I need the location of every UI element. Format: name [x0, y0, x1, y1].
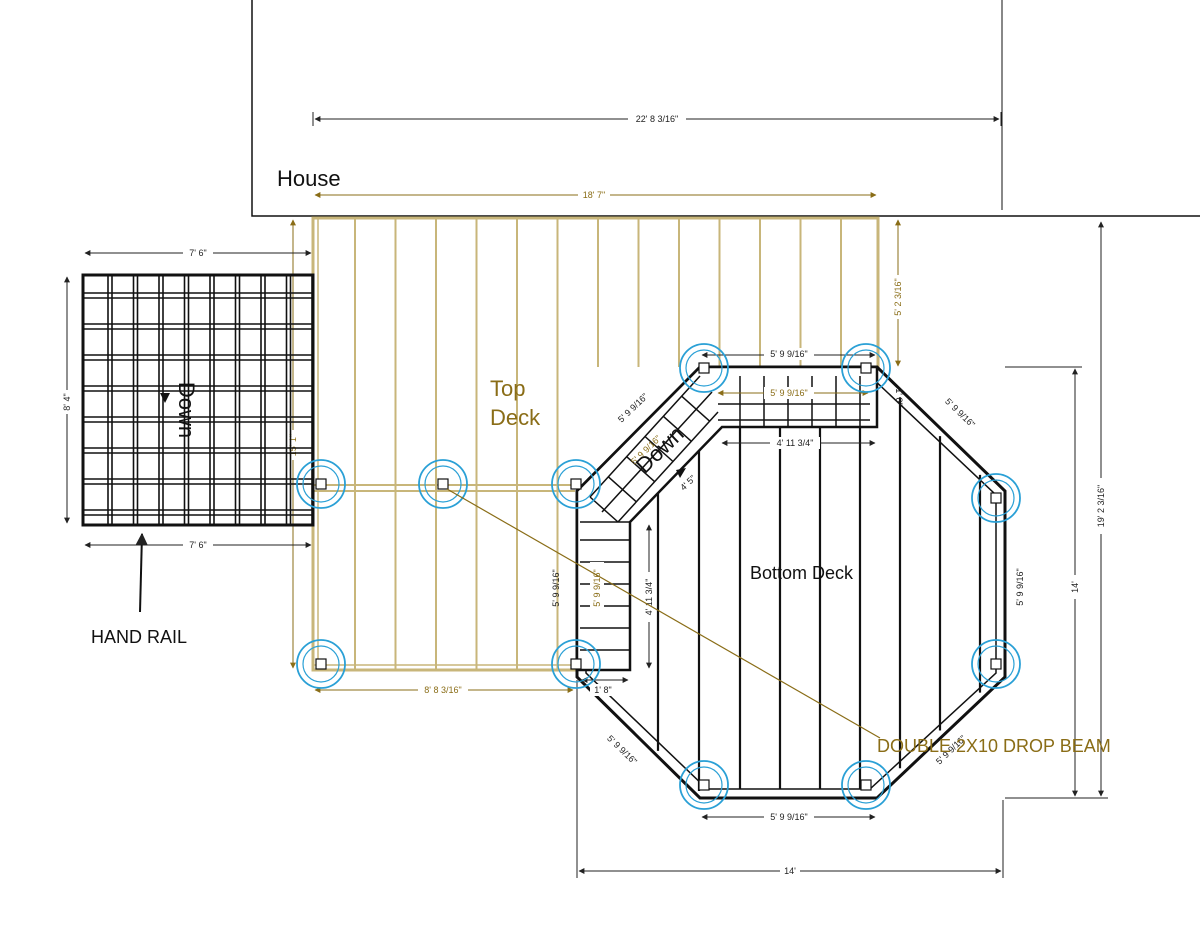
post-footings [296, 343, 1021, 810]
house-label: House [277, 166, 341, 191]
landing-diagonal-tread [607, 476, 637, 503]
post-footing-ring [841, 760, 891, 810]
top-deck-label-line2: Deck [490, 405, 541, 430]
post-footing-ring [685, 349, 723, 387]
landing-width-label: 4' 11 3/4" [777, 438, 814, 448]
post-footing-ring [971, 473, 1021, 523]
post-footing-ring [679, 343, 729, 393]
post-footing-ring [685, 766, 723, 804]
post-square [698, 779, 710, 791]
post-square [570, 658, 582, 670]
post-footing-ring [551, 459, 601, 509]
overall-depth-label: 19' 2 3/16" [1096, 485, 1106, 527]
left-side-inner-label: 5' 9 9/16" [592, 569, 602, 606]
left-stairs [81, 273, 315, 527]
oct-top-outer-label: 5' 9 9/16" [770, 349, 807, 359]
hand-rail-label: HAND RAIL [91, 627, 187, 647]
post-square [315, 658, 327, 670]
post-footing-ring [296, 459, 346, 509]
stair-depth-label: 8' 4" [62, 393, 72, 410]
oct-depth-label: 14' [1070, 581, 1080, 593]
oct-width-label: 14' [784, 866, 796, 876]
diag-lower-left-label: 5' 9 9/16" [605, 733, 639, 766]
right-offset-label: 5' 2 3/16" [893, 278, 903, 315]
left-side-outer-label: 5' 9 9/16" [551, 569, 561, 606]
house-outline [251, 0, 1200, 217]
bottom-deck-label: Bottom Deck [750, 563, 854, 583]
post-footing-ring [302, 645, 340, 683]
drop-beam-label: DOUBLE 2X10 DROP BEAM [877, 736, 1111, 756]
drop-beam-leader [446, 488, 881, 739]
top-deck-bottom-label: 8' 8 3/16" [424, 685, 461, 695]
landing-diagonal-tread [589, 496, 619, 523]
right-side-label: 5' 9 9/16" [1015, 568, 1025, 605]
post-footing-ring [557, 645, 595, 683]
diag-upper-right-label: 5' 9 9/16" [943, 396, 977, 429]
post-footing-ring [418, 459, 468, 509]
post-footing-ring [679, 760, 729, 810]
top-deck-label-line1: Top [490, 376, 525, 401]
oct-bottom-label: 5' 9 9/16" [770, 812, 807, 822]
post-footing-ring [551, 639, 601, 689]
post-footing-ring [977, 479, 1015, 517]
post-footing-ring [847, 766, 885, 804]
post-square [990, 658, 1002, 670]
landing-stair-treads [580, 376, 861, 651]
landing-diagonal-tread [626, 456, 656, 483]
post-footing-ring [971, 639, 1021, 689]
down-label-left: Down [174, 382, 199, 438]
post-footing-ring [847, 349, 885, 387]
overall-width-label: 22' 8 3/16" [636, 114, 678, 124]
down-arrow-stairs [676, 468, 686, 478]
stair-bottom-label: 7' 6" [189, 540, 206, 550]
top-deck-width-label: 18' 7" [583, 190, 605, 200]
stair-top-label: 7' 6" [189, 248, 206, 258]
landing-diagonal-tread [681, 395, 711, 422]
down-arrow-left [160, 393, 170, 403]
left-stairs-grid [83, 275, 313, 525]
top-deck-joists [354, 218, 842, 670]
post-square [990, 492, 1002, 504]
landing-diagonal-tread [644, 435, 674, 463]
post-footing-ring [296, 639, 346, 689]
post-footing-ring [302, 465, 340, 503]
landing-depth-label: 4' 11 3/4" [644, 579, 654, 616]
post-square [315, 478, 327, 490]
post-footing-ring [841, 343, 891, 393]
post-square [860, 779, 872, 791]
bottom-deck-joists [656, 397, 982, 792]
lower-small-label: 1' 8" [594, 685, 611, 695]
diag-upper-left-label: 5' 9 9/16" [616, 391, 650, 424]
landing-diagonal-tread [662, 415, 692, 442]
post-footing-ring [424, 465, 462, 503]
post-footing-ring [557, 465, 595, 503]
overall-depth-dimension [1005, 221, 1108, 799]
top-deck-depth-label: 15' 1" [288, 434, 298, 456]
hand-rail-pointer [135, 532, 148, 613]
post-square [698, 362, 710, 374]
post-square [860, 362, 872, 374]
post-footing-ring [977, 645, 1015, 683]
post-square [570, 478, 582, 490]
right-small-label: 1' 8" [894, 388, 904, 405]
post-square [437, 478, 449, 490]
oct-top-inner-label: 5' 9 9/16" [770, 388, 807, 398]
